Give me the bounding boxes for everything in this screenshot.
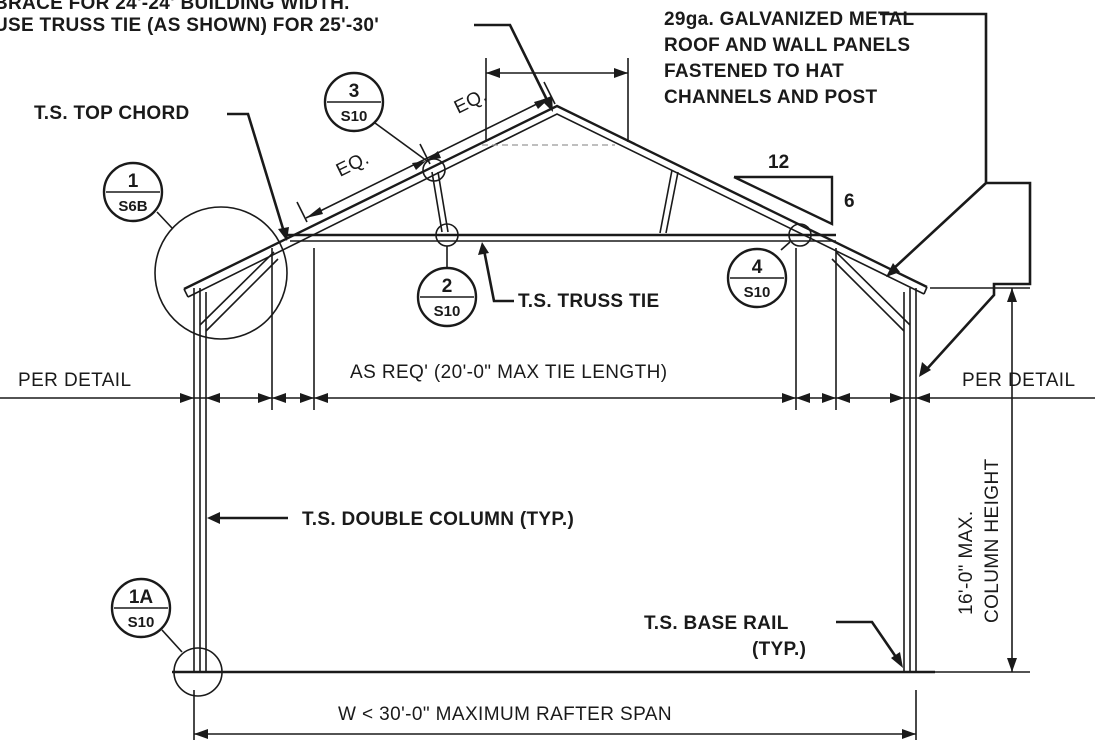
- svg-text:CHANNELS AND POST: CHANNELS AND POST: [664, 87, 877, 108]
- svg-text:FASTENED TO HAT: FASTENED TO HAT: [664, 61, 844, 82]
- connection-1-eave: [154, 206, 288, 340]
- dim-peak-offset: [485, 58, 629, 142]
- svg-text:29ga. GALVANIZED METAL: 29ga. GALVANIZED METAL: [664, 9, 915, 30]
- dim-eq-right: EQ.: [451, 85, 491, 119]
- slope-indicator: 12 6: [733, 152, 855, 226]
- label-truss-tie: T.S. TRUSS TIE: [518, 291, 659, 312]
- web-member-right-b: [665, 171, 679, 234]
- label-base-rail-typ: (TYP.): [752, 639, 806, 660]
- web-member-left-a: [431, 171, 443, 233]
- dim-tie-length: AS REQ' (20'-0" MAX TIE LENGTH): [350, 362, 667, 383]
- detail-tag-1-sheet: S6B: [118, 198, 147, 215]
- leader-truss-tie-note: [474, 23, 550, 103]
- note-panels: 29ga. GALVANIZED METAL ROOF AND WALL PAN…: [664, 9, 915, 108]
- detail-tag-4: 4 S10: [726, 241, 791, 309]
- left-knee-brace-b: [205, 258, 279, 332]
- leader-truss-tie: [482, 249, 514, 303]
- detail-tag-2: 2 S10: [416, 246, 478, 328]
- note-brace-width: BRACE FOR 24'-24' BUILDING WIDTH.: [0, 0, 350, 14]
- note-truss-tie-span: USE TRUSS TIE (AS SHOWN) FOR 25'-30': [0, 15, 379, 36]
- web-member-right-a: [659, 169, 673, 234]
- slope-triangle: [733, 175, 834, 226]
- dim-rafter-span: W < 30'-0" MAXIMUM RAFTER SPAN: [193, 690, 917, 740]
- truss-structure: [154, 104, 935, 697]
- slope-run: 12: [768, 152, 789, 173]
- label-double-column: T.S. DOUBLE COLUMN (TYP.): [302, 509, 574, 530]
- dim-column-height-label: COLUMN HEIGHT: [982, 458, 1003, 623]
- detail-tag-4-sheet: S10: [744, 284, 771, 301]
- detail-tag-2-sheet: S10: [434, 303, 461, 320]
- dim-eq: EQ. EQ.: [296, 81, 556, 223]
- label-base-rail: T.S. BASE RAIL: [644, 613, 789, 634]
- connection-1a-base: [173, 647, 223, 697]
- detail-tag-1: 1 S6B: [102, 161, 173, 229]
- right-knee-brace-a: [835, 251, 911, 326]
- detail-tag-1a-number: 1A: [129, 587, 154, 608]
- detail-tag-3: 3 S10: [323, 71, 428, 162]
- leader-wall-panel: [925, 181, 1032, 371]
- detail-tag-4-number: 4: [752, 257, 763, 278]
- detail-tag-3-sheet: S10: [341, 108, 368, 125]
- top-chord-upper: [183, 104, 928, 291]
- dim-per-detail-left: PER DETAIL: [18, 370, 131, 391]
- dim-tie-row: PER DETAIL PER DETAIL AS REQ' (20'-0" MA…: [0, 248, 1095, 410]
- leader-roof-panel: [880, 12, 988, 271]
- detail-tag-2-number: 2: [442, 276, 453, 297]
- dim-column-height-value: 16'-0" MAX.: [956, 510, 977, 615]
- left-knee-brace-a: [199, 251, 275, 326]
- detail-tag-1-number: 1: [128, 171, 139, 192]
- dim-rafter-span-value: W < 30'-0" MAXIMUM RAFTER SPAN: [338, 704, 672, 725]
- detail-tag-3-number: 3: [349, 81, 360, 102]
- leader-top-chord: [227, 112, 286, 233]
- slope-rise: 6: [844, 191, 855, 212]
- detail-tag-1a: 1A S10: [110, 577, 183, 653]
- dim-eq-left: EQ.: [333, 148, 373, 182]
- web-member-left-b: [437, 171, 449, 233]
- dim-per-detail-right: PER DETAIL: [962, 370, 1075, 391]
- dim-column-height: 16'-0" MAX. COLUMN HEIGHT: [930, 287, 1030, 673]
- label-top-chord: T.S. TOP CHORD: [34, 103, 190, 124]
- connection-4: [788, 223, 812, 247]
- leader-base-rail: [836, 620, 900, 661]
- detail-tag-1a-sheet: S10: [128, 614, 155, 631]
- right-knee-brace-b: [831, 258, 905, 332]
- svg-text:ROOF AND WALL PANELS: ROOF AND WALL PANELS: [664, 35, 910, 56]
